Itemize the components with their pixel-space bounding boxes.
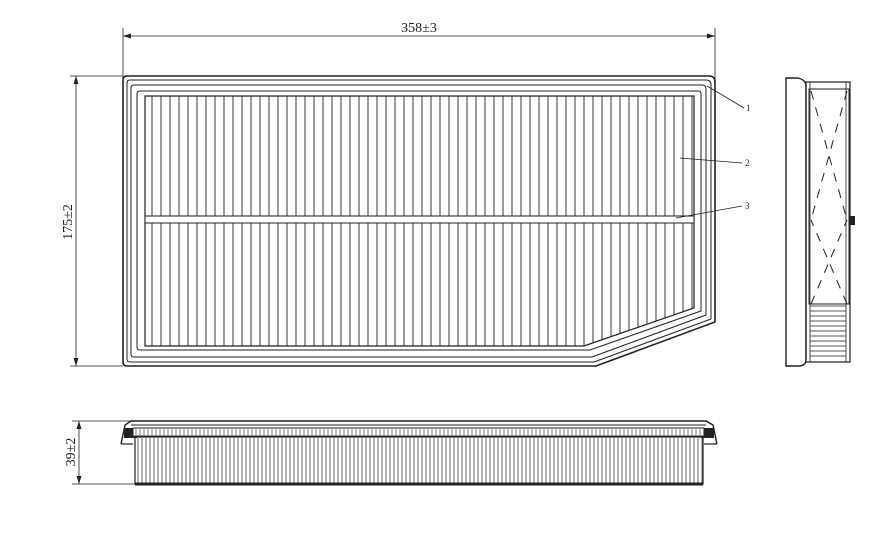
top-view	[122, 75, 716, 367]
callout-2: 2	[745, 158, 750, 168]
separator-rib	[144, 215, 695, 224]
pleat-lines-upper	[151, 96, 693, 216]
pleat-lines-lower	[151, 223, 693, 346]
length-dimension: 358±3	[122, 21, 716, 80]
width-dimension-text: 175±2	[61, 204, 76, 240]
height-dimension: 39±2	[64, 420, 135, 485]
width-dimension: 175±2	[61, 75, 123, 367]
side-pleat-stack	[810, 305, 846, 357]
callout-1: 1	[746, 103, 751, 113]
front-pleat-lines	[137, 438, 703, 483]
seal-band-hatch	[135, 429, 701, 435]
length-dimension-text: 358±3	[401, 21, 437, 36]
height-dimension-text: 39±2	[64, 438, 79, 467]
front-view	[120, 420, 718, 486]
callout-3: 3	[745, 201, 750, 211]
side-knob	[850, 216, 855, 225]
side-view	[785, 77, 855, 367]
callouts: 1 2 3	[675, 85, 751, 219]
